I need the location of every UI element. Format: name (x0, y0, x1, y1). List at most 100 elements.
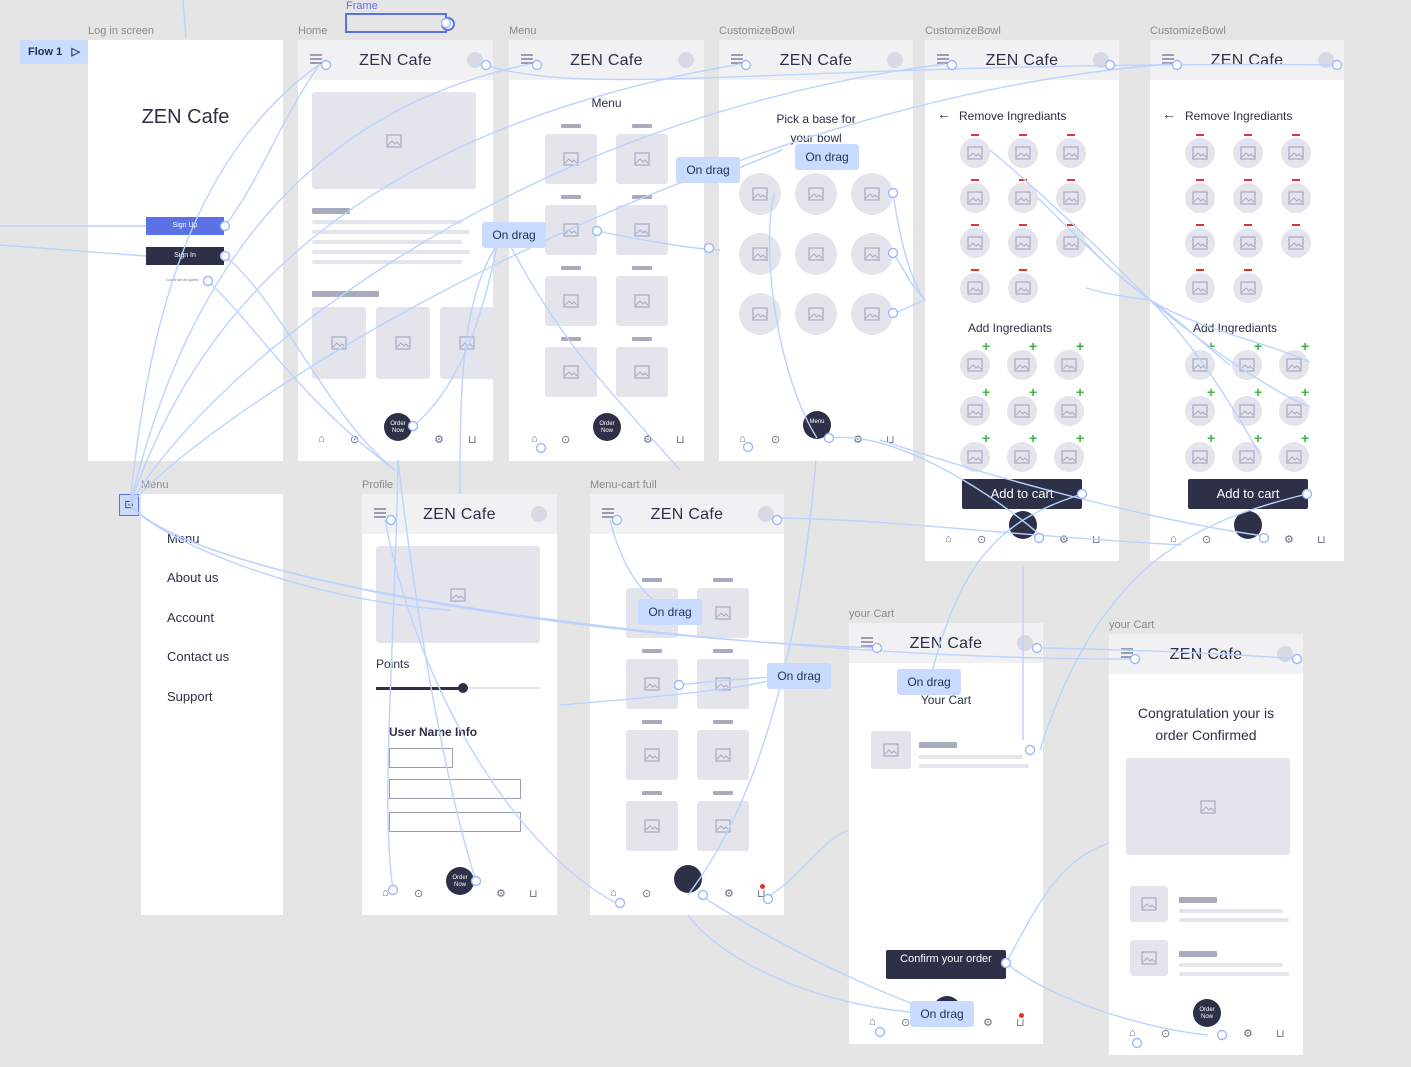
location-icon[interactable]: ⊙ (642, 888, 652, 900)
base-option[interactable] (739, 233, 781, 275)
gear-icon[interactable]: ⚙ (1284, 534, 1294, 546)
cart-icon[interactable]: ⊔ (529, 888, 538, 900)
hamburger-icon[interactable] (521, 54, 535, 64)
menu-item-card[interactable] (697, 659, 749, 709)
remove-marker-icon[interactable] (971, 269, 979, 271)
location-icon[interactable]: ⊙ (1202, 534, 1212, 546)
ingredient-option[interactable] (1056, 138, 1086, 168)
ingredient-option[interactable] (960, 183, 990, 213)
slider-thumb[interactable] (458, 683, 468, 693)
ingredient-option[interactable] (1185, 228, 1215, 258)
menu-item-card[interactable] (616, 347, 668, 397)
add-marker-icon[interactable]: + (982, 384, 991, 400)
home-icon[interactable]: ⌂ (382, 887, 389, 899)
remove-marker-icon[interactable] (1019, 134, 1027, 136)
ingredient-option[interactable] (1007, 396, 1037, 426)
back-arrow-icon[interactable]: ← (937, 106, 951, 122)
home-icon[interactable]: ⌂ (739, 433, 746, 445)
base-option[interactable] (851, 293, 893, 335)
home-icon[interactable]: ⌂ (531, 433, 538, 445)
on-drag-trigger[interactable]: On drag (795, 144, 859, 170)
ingredient-option[interactable] (1232, 396, 1262, 426)
ingredient-option[interactable] (1232, 350, 1262, 380)
email-field[interactable] (389, 779, 521, 799)
side-menu-item-contact[interactable]: Contact us (167, 649, 230, 664)
ingredient-option[interactable] (1054, 396, 1084, 426)
menu-item-card[interactable] (697, 730, 749, 780)
add-marker-icon[interactable]: + (1029, 384, 1038, 400)
home-icon[interactable]: ⌂ (869, 1016, 876, 1028)
signin-button[interactable]: Sign In (146, 247, 224, 265)
ingredient-option[interactable] (1233, 138, 1263, 168)
add-to-cart-button[interactable]: Add to cart (962, 479, 1082, 509)
points-slider[interactable] (376, 683, 540, 693)
gear-icon[interactable]: ⚙ (434, 434, 444, 446)
add-marker-icon[interactable]: + (982, 338, 991, 354)
base-option[interactable] (739, 293, 781, 335)
remove-marker-icon[interactable] (1196, 134, 1204, 136)
menu-item-card[interactable] (545, 134, 597, 184)
remove-marker-icon[interactable] (1292, 134, 1300, 136)
remove-marker-icon[interactable] (1067, 224, 1075, 226)
gear-icon[interactable]: ⚙ (983, 1017, 993, 1029)
home-icon[interactable]: ⌂ (610, 887, 617, 899)
back-arrow-icon[interactable]: ← (1162, 106, 1176, 122)
cart-icon[interactable]: ⊔ (886, 434, 895, 446)
ingredient-option[interactable] (960, 228, 990, 258)
location-icon[interactable]: ⊙ (901, 1017, 911, 1029)
gear-icon[interactable]: ⚙ (724, 888, 734, 900)
remove-marker-icon[interactable] (971, 134, 979, 136)
ingredient-option[interactable] (960, 396, 990, 426)
base-option[interactable] (851, 173, 893, 215)
menu-item-card[interactable] (626, 659, 678, 709)
remove-marker-icon[interactable] (1244, 224, 1252, 226)
hamburger-icon[interactable] (1162, 54, 1176, 64)
avatar-icon[interactable] (1017, 635, 1033, 651)
add-marker-icon[interactable]: + (1076, 338, 1085, 354)
add-marker-icon[interactable]: + (1207, 430, 1216, 446)
flow-start-badge[interactable]: Flow 1 ▷ (20, 40, 88, 64)
ingredient-option[interactable] (1233, 273, 1263, 303)
on-drag-trigger[interactable]: On drag (482, 222, 546, 248)
add-marker-icon[interactable]: + (1301, 338, 1310, 354)
menu-item-card[interactable] (616, 205, 668, 255)
avatar-icon[interactable] (758, 506, 774, 522)
selection-handle[interactable] (441, 17, 455, 31)
add-marker-icon[interactable]: + (1254, 430, 1263, 446)
side-menu-item-menu[interactable]: Menu (167, 531, 200, 546)
ingredient-option[interactable] (1056, 183, 1086, 213)
location-icon[interactable]: ⊙ (561, 434, 571, 446)
menu-item-card[interactable] (626, 801, 678, 851)
side-menu-item-account[interactable]: Account (167, 610, 214, 625)
remove-marker-icon[interactable] (1244, 269, 1252, 271)
location-icon[interactable]: ⊙ (414, 888, 424, 900)
add-marker-icon[interactable]: + (1076, 430, 1085, 446)
base-option[interactable] (795, 233, 837, 275)
remove-marker-icon[interactable] (1244, 134, 1252, 136)
ingredient-option[interactable] (960, 442, 990, 472)
side-menu-item-about[interactable]: About us (167, 570, 219, 585)
remove-marker-icon[interactable] (1292, 224, 1300, 226)
add-marker-icon[interactable]: + (1076, 384, 1085, 400)
add-marker-icon[interactable]: + (1254, 338, 1263, 354)
ingredient-option[interactable] (960, 273, 990, 303)
remove-marker-icon[interactable] (1196, 224, 1204, 226)
avatar-icon[interactable] (1277, 646, 1293, 662)
menu-button[interactable]: Menu (803, 411, 831, 439)
order-now-button[interactable] (1009, 511, 1037, 539)
remove-marker-icon[interactable] (971, 224, 979, 226)
remove-marker-icon[interactable] (1019, 269, 1027, 271)
ingredient-option[interactable] (1007, 442, 1037, 472)
cart-icon[interactable]: ⊔ (1092, 534, 1101, 546)
base-option[interactable] (851, 233, 893, 275)
add-to-cart-button[interactable]: Add to cart (1188, 479, 1308, 509)
ingredient-option[interactable] (1185, 350, 1215, 380)
avatar-icon[interactable] (531, 506, 547, 522)
order-now-button[interactable]: Order Now (384, 413, 412, 441)
cart-icon[interactable]: ⊔ (1276, 1028, 1285, 1040)
order-now-button[interactable]: Order Now (1193, 999, 1221, 1027)
ingredient-option[interactable] (1185, 396, 1215, 426)
product-card[interactable] (440, 307, 493, 379)
menu-item-card[interactable] (697, 588, 749, 638)
avatar-icon[interactable] (887, 52, 903, 68)
